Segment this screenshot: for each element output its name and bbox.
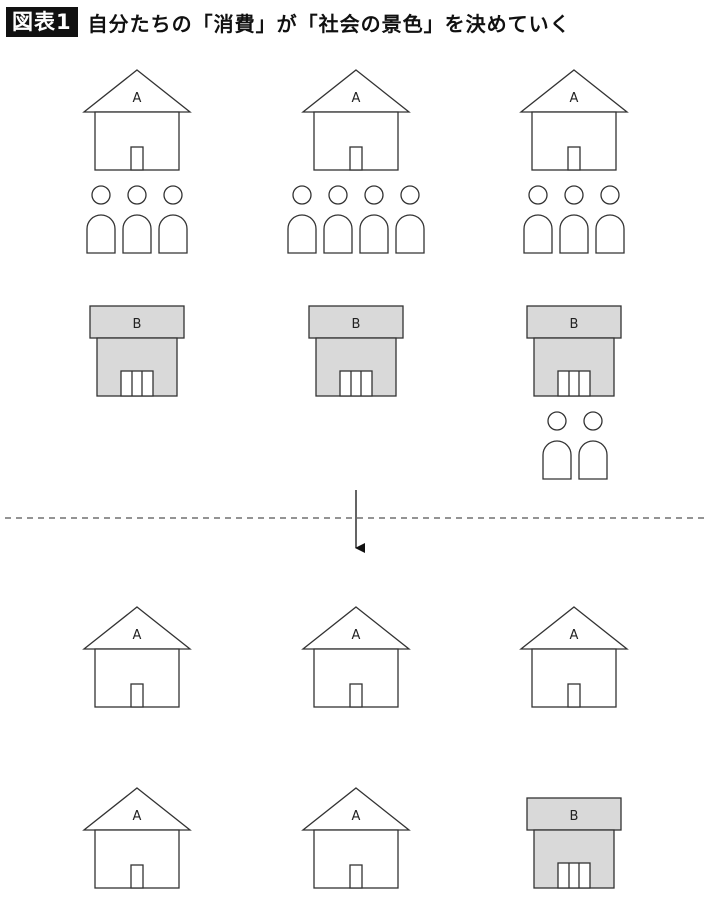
- house-bottom-3: A: [520, 606, 628, 708]
- people-group-3: [523, 185, 625, 254]
- house-top-2: A: [302, 69, 410, 171]
- house-top-3: A: [520, 69, 628, 171]
- person-icon: [578, 411, 608, 480]
- house-label: A: [133, 91, 142, 106]
- person-icon: [287, 185, 317, 254]
- house-top-1: A: [83, 69, 191, 171]
- person-icon: [559, 185, 589, 254]
- house-label: A: [352, 91, 361, 106]
- store-bottom-1: B: [526, 797, 622, 889]
- figure-title: 自分たちの「消費」が「社会の景色」を決めていく: [87, 11, 571, 36]
- figure-header: 図表1 自分たちの「消費」が「社会の景色」を決めていく: [6, 6, 571, 38]
- store-label: B: [133, 317, 142, 332]
- store-top-2: B: [308, 305, 404, 397]
- house-bottom-4: A: [83, 787, 191, 889]
- house-bottom-2: A: [302, 606, 410, 708]
- figure-badge: 図表1: [6, 7, 78, 37]
- people-group-2: [287, 185, 425, 254]
- house-bottom-5: A: [302, 787, 410, 889]
- store-label: B: [352, 317, 361, 332]
- store-top-3: B: [526, 305, 622, 397]
- house-label: A: [570, 628, 579, 643]
- house-label: A: [352, 809, 361, 824]
- house-label: A: [133, 628, 142, 643]
- person-icon: [158, 185, 188, 254]
- people-group-store: [542, 411, 608, 480]
- person-icon: [122, 185, 152, 254]
- house-label: A: [570, 91, 579, 106]
- store-label: B: [570, 809, 579, 824]
- house-label: A: [133, 809, 142, 824]
- people-group-1: [86, 185, 188, 254]
- person-icon: [359, 185, 389, 254]
- store-label: B: [570, 317, 579, 332]
- person-icon: [542, 411, 572, 480]
- house-label: A: [352, 628, 361, 643]
- person-icon: [523, 185, 553, 254]
- store-top-1: B: [89, 305, 185, 397]
- person-icon: [86, 185, 116, 254]
- person-icon: [323, 185, 353, 254]
- house-bottom-1: A: [83, 606, 191, 708]
- person-icon: [395, 185, 425, 254]
- person-icon: [595, 185, 625, 254]
